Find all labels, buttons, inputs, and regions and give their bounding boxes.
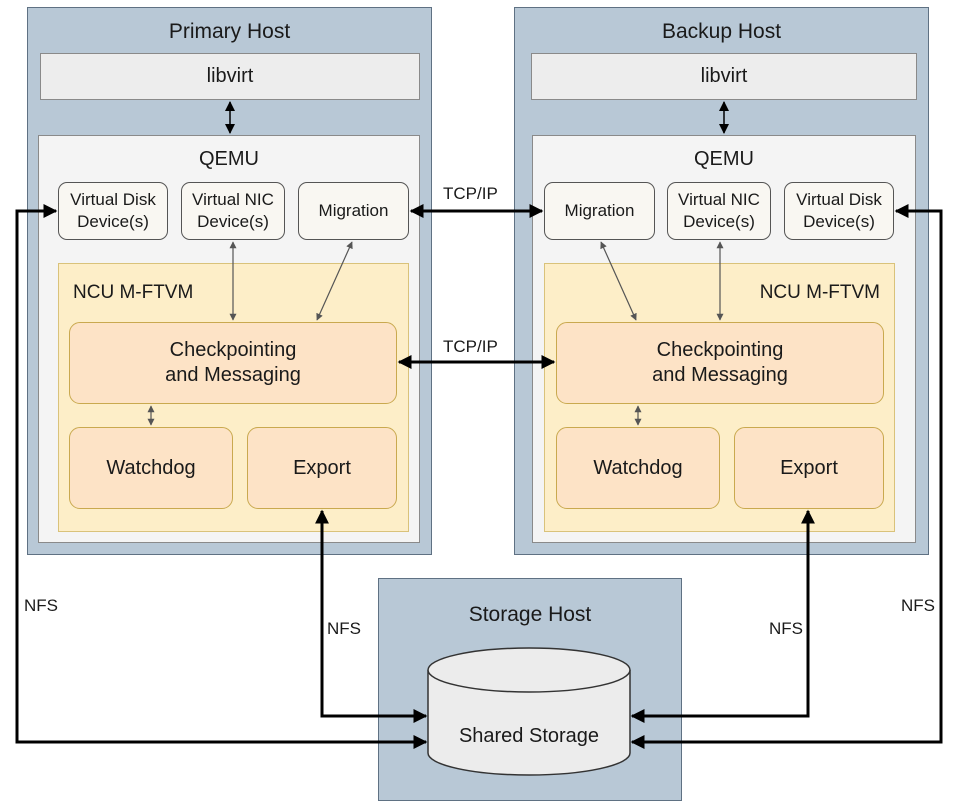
nfs-left-inner-label: NFS bbox=[327, 619, 361, 638]
backup-libvirt: libvirt bbox=[531, 53, 917, 100]
backup-migration-checkpoint-arrow bbox=[600, 241, 637, 321]
primary-libvirt: libvirt bbox=[40, 53, 420, 100]
nfs-backup-export-link bbox=[630, 509, 815, 723]
nfs-primary-export-link bbox=[315, 509, 428, 723]
nfs-backup-disk-link bbox=[630, 204, 943, 749]
shared-storage-label: Shared Storage bbox=[458, 725, 600, 747]
shared-storage-cylinder bbox=[427, 647, 631, 776]
primary-migration-checkpoint-arrow bbox=[316, 241, 353, 321]
backup-host-title: Backup Host bbox=[661, 20, 782, 43]
nfs-right-inner-label: NFS bbox=[769, 619, 803, 638]
nfs-left-outer-label: NFS bbox=[24, 596, 58, 615]
primary-host-title: Primary Host bbox=[168, 20, 291, 43]
backup-qemu-title: QEMU bbox=[694, 148, 754, 170]
primary-qemu-title: QEMU bbox=[199, 148, 259, 170]
tcp-checkpoint-label: TCP/IP bbox=[443, 337, 498, 356]
nfs-primary-disk-link bbox=[15, 204, 428, 749]
nfs-right-outer-label: NFS bbox=[901, 596, 935, 615]
tcp-migration-label: TCP/IP bbox=[443, 184, 498, 203]
storage-host-title: Storage Host bbox=[468, 603, 592, 626]
